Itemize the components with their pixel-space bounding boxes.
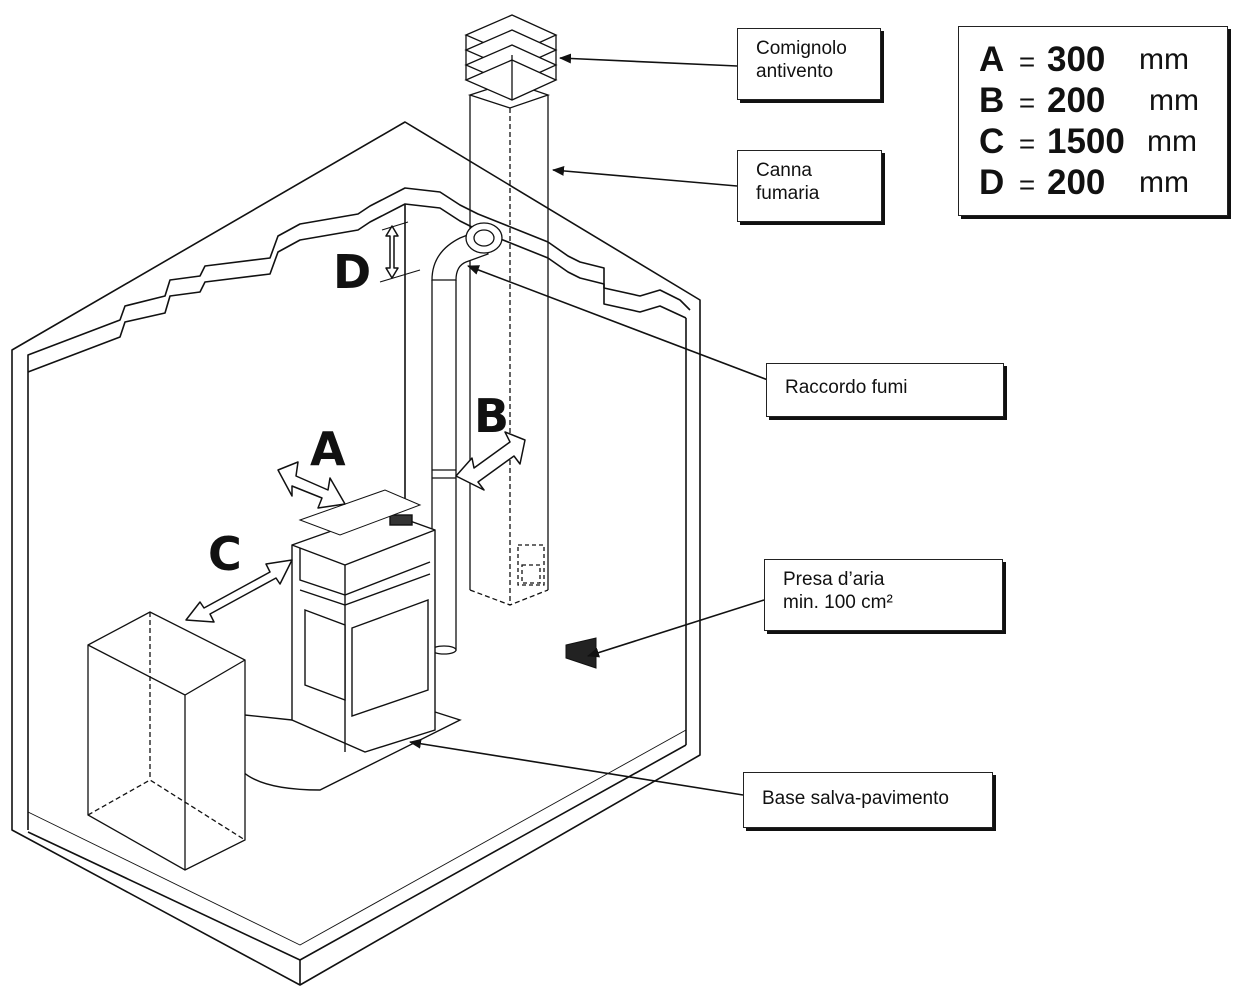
- legend-letter: B: [979, 81, 1005, 120]
- dimension-arrows: [185, 221, 526, 623]
- legend-unit: mm: [1147, 125, 1197, 158]
- legend-equals: =: [1018, 87, 1036, 118]
- legend-equals: =: [1018, 169, 1036, 200]
- legend-row-c: C = 1500 mm: [979, 121, 1227, 162]
- legend-letter: D: [979, 163, 1005, 202]
- legend-unit: mm: [1139, 43, 1189, 76]
- callout-raccordo-fumi: Raccordo fumi: [766, 363, 1004, 417]
- smoke-connector: [431, 222, 503, 655]
- callout-line: fumaria: [756, 183, 820, 204]
- chimney-cap: [464, 14, 558, 101]
- flue-pipe: [467, 81, 551, 606]
- legend-row-b: B = 200 mm: [979, 80, 1227, 121]
- arrow-a: [277, 461, 346, 509]
- legend-unit: mm: [1139, 166, 1189, 199]
- callout-base-salva-pavimento: Base salva-pavimento: [743, 772, 993, 828]
- legend-letter: C: [979, 122, 1005, 161]
- callout-canna-fumaria: Canna fumaria: [737, 150, 882, 222]
- callout-line: Raccordo fumi: [785, 377, 908, 398]
- callout-presa-aria: Presa d’aria min. 100 cm²: [764, 559, 1003, 631]
- arrow-c: [185, 559, 293, 623]
- callout-line: Comignolo: [756, 38, 847, 59]
- air-intake: [565, 637, 597, 669]
- room-walls: [11, 121, 701, 986]
- callout-line: antivento: [756, 61, 834, 82]
- legend-equals: =: [1018, 128, 1036, 159]
- callout-line: Canna: [756, 160, 812, 181]
- callout-comignolo-antivento: Comignolo antivento: [737, 28, 881, 100]
- label-b: B: [474, 389, 509, 443]
- furniture-box: [87, 611, 246, 871]
- label-d: D: [333, 245, 371, 299]
- legend-value: 1500: [1047, 122, 1125, 161]
- callout-line: Presa d’aria: [783, 569, 885, 590]
- legend-letter: A: [979, 40, 1005, 79]
- legend-unit: mm: [1149, 84, 1199, 117]
- legend-row-d: D = 200 mm: [979, 162, 1227, 203]
- legend-value: 200: [1047, 81, 1106, 120]
- pellet-stove: [291, 489, 436, 753]
- dimension-legend: A = 300 mm B = 200 mm C = 1500 mm D = 200 mm: [958, 26, 1228, 216]
- callout-line: Base salva-pavimento: [762, 788, 949, 809]
- arrow-b: [455, 431, 526, 491]
- label-c: C: [208, 527, 242, 581]
- arrow-d: [385, 225, 399, 279]
- legend-value: 200: [1047, 163, 1106, 202]
- legend-value: 300: [1047, 40, 1106, 79]
- callout-line: min. 100 cm²: [783, 592, 893, 613]
- leader-lines: [409, 53, 769, 796]
- legend-equals: =: [1018, 46, 1036, 77]
- label-a: A: [310, 422, 346, 476]
- legend-row-a: A = 300 mm: [979, 39, 1227, 80]
